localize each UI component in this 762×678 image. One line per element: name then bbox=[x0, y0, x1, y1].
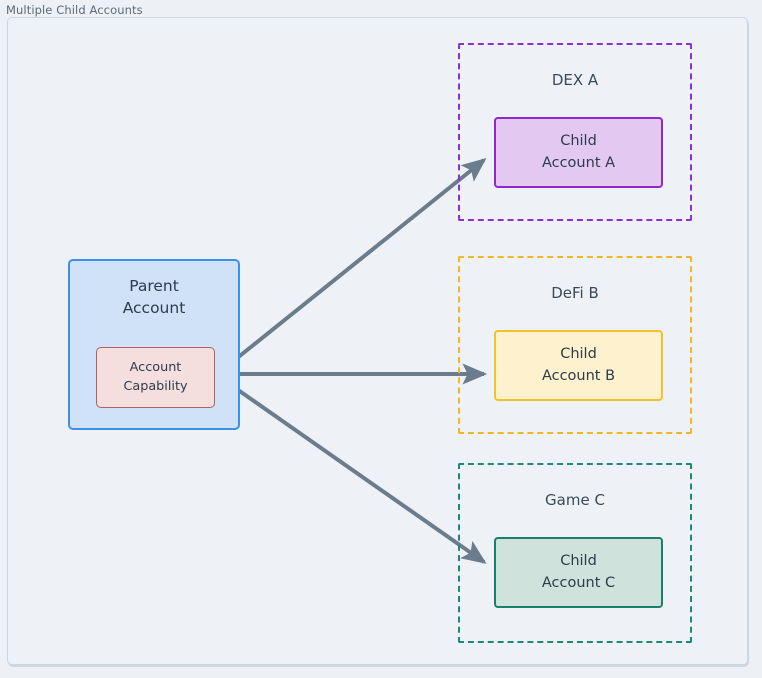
child-account-c-label-line1: Child bbox=[560, 552, 597, 569]
child-account-a-node[interactable]: Child Account A bbox=[494, 117, 663, 188]
group-defi-b-label: DeFi B bbox=[551, 284, 599, 302]
group-game-c-label: Game C bbox=[545, 491, 605, 509]
group-game-c[interactable]: Game C Child Account C bbox=[458, 463, 692, 643]
group-defi-b[interactable]: DeFi B Child Account B bbox=[458, 256, 692, 434]
group-dex-a[interactable]: DEX A Child Account A bbox=[458, 43, 692, 221]
child-account-a-label-line1: Child bbox=[560, 132, 597, 149]
child-account-b-node[interactable]: Child Account B bbox=[494, 330, 663, 401]
child-account-c-label-line2: Account C bbox=[541, 574, 616, 591]
account-capability-node[interactable]: Account Capability bbox=[96, 347, 215, 408]
account-capability-label-line2: Capability bbox=[123, 378, 188, 394]
group-dex-a-label: DEX A bbox=[551, 71, 599, 89]
child-account-b-label-line1: Child bbox=[560, 345, 597, 362]
child-account-c-node[interactable]: Child Account C bbox=[494, 537, 663, 608]
parent-account-node[interactable]: Parent Account Account Capability bbox=[68, 259, 240, 430]
parent-account-label-line1: Parent bbox=[129, 277, 179, 295]
account-capability-label-line1: Account bbox=[129, 359, 182, 375]
diagram-title: Multiple Child Accounts bbox=[6, 3, 143, 17]
child-account-a-label-line2: Account A bbox=[541, 154, 616, 171]
child-account-b-label-line2: Account B bbox=[541, 367, 616, 384]
parent-account-label-line2: Account bbox=[122, 299, 186, 317]
